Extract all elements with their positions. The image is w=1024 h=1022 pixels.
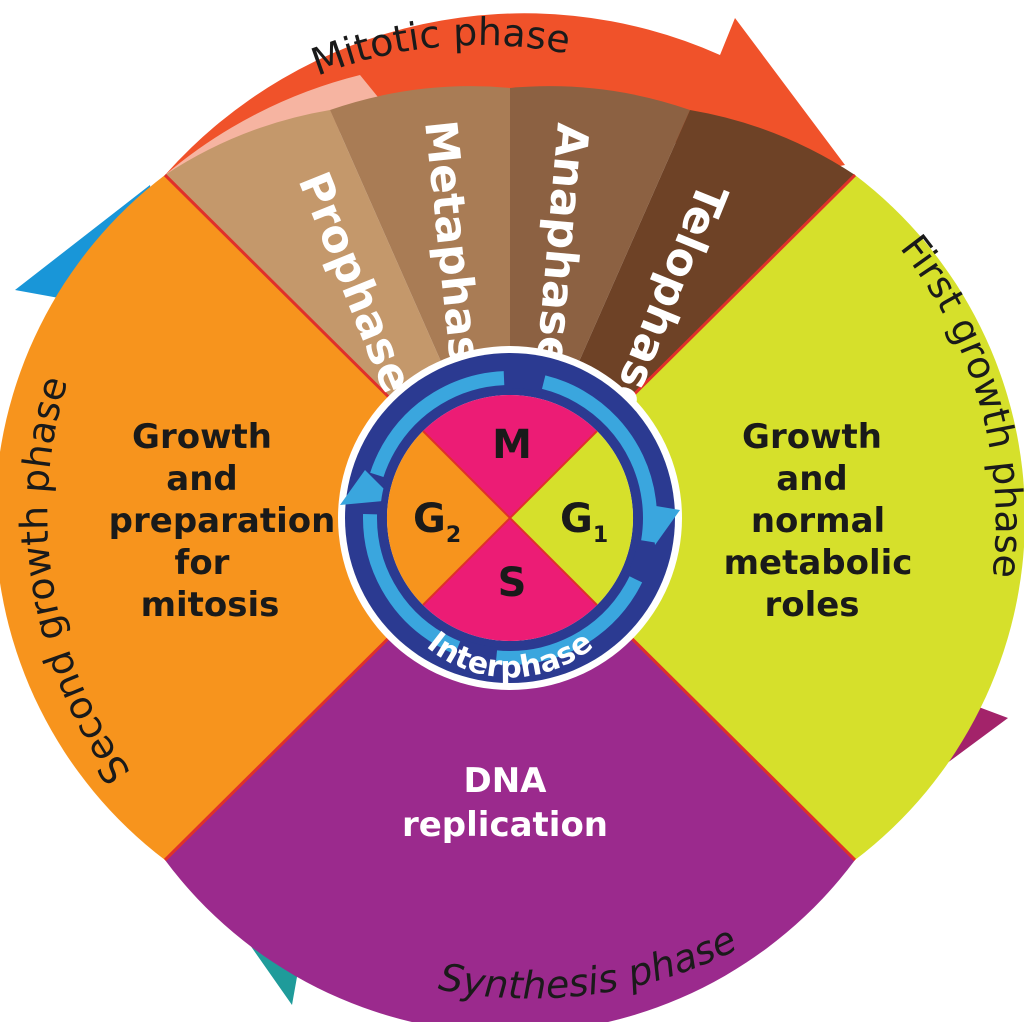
- mitotic-phase-arrow: [165, 13, 845, 210]
- g1-quadrant: [510, 175, 1024, 860]
- g2-quadrant: [0, 175, 510, 860]
- s-line-2: replication: [402, 805, 608, 845]
- g2-label: G2: [413, 496, 461, 548]
- center-g2: [386, 431, 510, 605]
- g2-line-3: preparation: [109, 501, 336, 541]
- center-s: [423, 518, 597, 642]
- s-line-1: DNA: [464, 761, 548, 801]
- g1-line-4: metabolic: [724, 543, 913, 583]
- g1-label: G1: [560, 496, 608, 548]
- center-disk: M S G1 G2: [386, 394, 634, 642]
- g2-line-1: Growth: [132, 417, 272, 457]
- s-label: S: [498, 560, 527, 606]
- m-label: M: [492, 422, 532, 468]
- g1-line-5: roles: [764, 585, 859, 625]
- g2-description: Growth and preparation for mitosis: [109, 417, 336, 625]
- ring-arrow-right-icon: [650, 505, 680, 545]
- g2-line-4: for: [175, 543, 230, 583]
- g2-line-5: mitosis: [141, 585, 280, 625]
- s-quadrant: [165, 518, 855, 1022]
- g2-line-2: and: [166, 459, 238, 499]
- g1-line-1: Growth: [742, 417, 882, 457]
- s-description: DNA replication: [402, 761, 608, 845]
- center-g1: [510, 431, 634, 605]
- ring-arrow-left-icon: [340, 470, 395, 505]
- g1-line-2: and: [776, 459, 848, 499]
- center-m: [423, 394, 597, 518]
- g1-line-3: normal: [751, 501, 885, 541]
- g1-description: Growth and normal metabolic roles: [724, 417, 913, 625]
